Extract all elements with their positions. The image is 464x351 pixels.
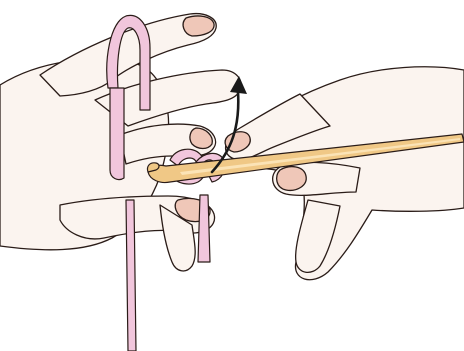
yarn-short-end [198,195,210,262]
yarn-tail [126,200,136,351]
right-hand [225,67,464,280]
yarn-left-strand [110,88,124,180]
right-thumb-nail [277,167,307,191]
